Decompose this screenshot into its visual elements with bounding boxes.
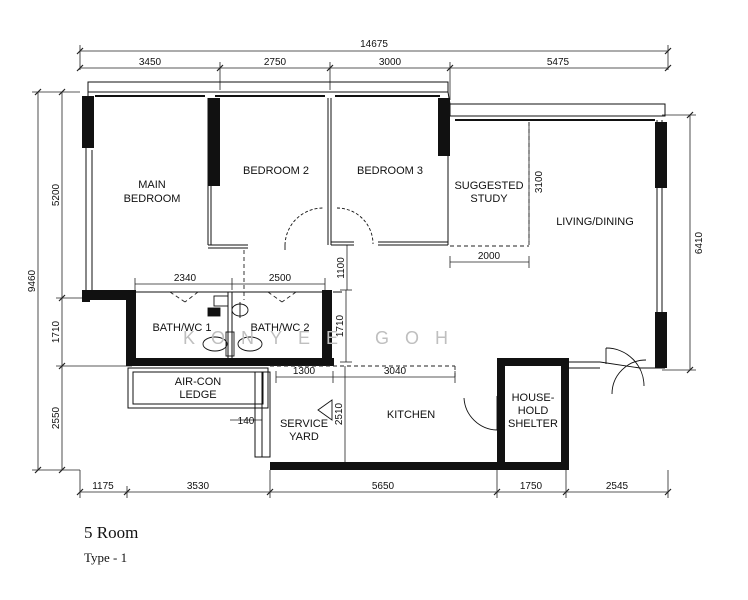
room-aircon-line1: AIR-CON: [175, 376, 222, 388]
window-frames: [95, 95, 655, 121]
dim-kitchen-depth: 2510: [334, 402, 345, 425]
dim-top-1: 3450: [139, 57, 162, 68]
dim-left-1: 5200: [51, 183, 62, 206]
room-aircon-line2: LEDGE: [179, 389, 216, 401]
dim-overall-width: 14675: [360, 39, 388, 50]
dim-top-4: 5475: [547, 57, 570, 68]
dim-bottom-1: 1175: [92, 481, 114, 492]
plan-title: 5 Room: [84, 523, 139, 542]
dim-kitchen-width: 3040: [384, 366, 407, 377]
plan-subtitle: Type - 1: [84, 550, 128, 565]
room-kitchen: KITCHEN: [387, 409, 435, 421]
dimension-lines: [32, 45, 696, 498]
dim-top-3: 3000: [379, 57, 402, 68]
dim-bath-depth: 1710: [335, 314, 346, 337]
room-shelter-line1: HOUSE-: [512, 392, 555, 404]
dim-bottom-5: 2545: [606, 481, 629, 492]
dim-bottom-4: 1750: [520, 481, 543, 492]
dim-left-3: 2550: [51, 406, 62, 429]
dim-small-140: 140: [238, 416, 255, 427]
room-service-line1: SERVICE: [280, 418, 328, 430]
room-main-bedroom-line2: BEDROOM: [124, 193, 181, 205]
dim-study-depth: 3100: [534, 170, 545, 193]
dim-overall-depth: 9460: [27, 269, 38, 292]
room-main-bedroom-line1: MAIN: [138, 179, 166, 191]
room-bath2: BATH/WC 2: [250, 322, 309, 334]
room-shelter-line3: SHELTER: [508, 418, 558, 430]
dim-study-width: 2000: [478, 251, 501, 262]
room-study-line2: STUDY: [470, 193, 508, 205]
dashed-lines: [169, 122, 530, 378]
room-shelter-line2: HOLD: [518, 405, 549, 417]
room-bath1: BATH/WC 1: [152, 322, 211, 334]
structural-walls: [82, 96, 667, 470]
room-living-dining: LIVING/DINING: [556, 216, 634, 228]
fixtures: [202, 295, 263, 357]
dim-bath2-width: 2500: [269, 273, 292, 284]
dim-bottom-2: 3530: [187, 481, 210, 492]
doors: [284, 207, 647, 431]
room-study-line1: SUGGESTED: [454, 180, 523, 192]
dim-top-2: 2750: [264, 57, 287, 68]
dim-service-width: 1300: [293, 366, 316, 377]
room-bedroom3: BEDROOM 3: [357, 165, 423, 177]
room-service-line2: YARD: [289, 431, 319, 443]
thin-walls: [85, 81, 666, 458]
dim-left-2: 1710: [51, 320, 62, 343]
dim-bottom-3: 5650: [372, 481, 395, 492]
dim-corridor: 1100: [336, 257, 347, 279]
dimension-ticks: [34, 47, 694, 496]
watermark-text: KONYEE GOH: [183, 328, 464, 348]
dim-bath1-width: 2340: [174, 273, 197, 284]
dim-right-living: 6410: [694, 231, 705, 254]
room-bedroom2: BEDROOM 2: [243, 165, 309, 177]
